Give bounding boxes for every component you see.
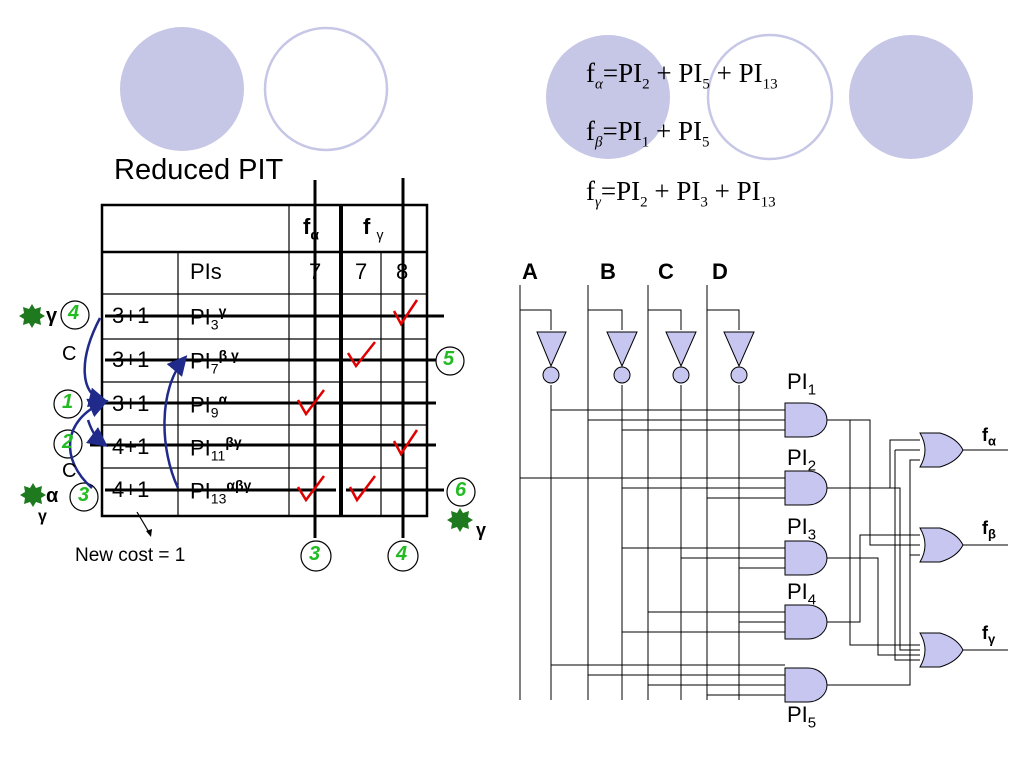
step-circles: [53, 300, 476, 572]
page-title: Reduced PIT: [114, 154, 284, 186]
pi-label: PI2: [787, 445, 817, 475]
alpha-label: α: [46, 485, 59, 507]
star-icon: [447, 508, 473, 532]
check-mark: [348, 475, 376, 503]
input-label: A: [522, 259, 538, 284]
output-label: fα: [982, 425, 996, 449]
and-gate: [784, 540, 828, 576]
arrows: [68, 317, 188, 489]
step-number: 2: [62, 431, 74, 453]
circuit-wires: [519, 285, 1008, 700]
not-gate: [536, 331, 567, 384]
row-pi: PI7β γ: [190, 347, 239, 377]
formula-f-beta: fβ=PI1 + PI5: [586, 116, 710, 151]
step-circle: [435, 346, 465, 376]
arrow: [83, 317, 109, 408]
row-pi: PI13αβγ: [190, 477, 252, 507]
not-gate: [723, 331, 755, 384]
row-cost: 4+1: [112, 434, 150, 459]
col-count: 7: [355, 259, 368, 284]
or-gate: [919, 432, 964, 468]
step-number: 3: [78, 484, 90, 506]
output-label: fγ: [982, 623, 996, 647]
step-circle: [60, 300, 90, 330]
deco-circle-5: [849, 35, 973, 159]
row-cost: 3+1: [112, 391, 150, 416]
pis-header: PIs: [190, 259, 222, 284]
col-count: 8: [396, 259, 409, 284]
row-cost: 4+1: [112, 477, 150, 502]
formula-f-alpha: fα=PI2 + PI5 + PI13: [586, 58, 778, 93]
pi-label: PI3: [787, 514, 817, 544]
step-circle: [446, 477, 476, 507]
or-gate: [919, 527, 964, 563]
check-mark: [392, 429, 419, 457]
input-label: C: [658, 259, 674, 284]
step-number: 5: [443, 348, 455, 370]
row-cost: 3+1: [112, 347, 150, 372]
not-gate: [606, 331, 638, 384]
check-mark: [392, 299, 419, 327]
arrow: [68, 398, 109, 489]
not-gate: [665, 331, 697, 384]
gamma-label: γ: [46, 305, 58, 327]
deco-circle-2: [263, 26, 389, 152]
star-icon: [20, 483, 46, 507]
deco-circle-4: [706, 33, 834, 161]
pi-label: PI5: [787, 702, 817, 732]
deco-circle-3: [546, 35, 670, 159]
and-gate: [784, 604, 828, 640]
and-gates: [784, 402, 828, 703]
step-circle: [387, 540, 419, 572]
gamma-label: γ: [38, 508, 47, 525]
col-count: 7: [309, 259, 322, 284]
step-number: 4: [68, 302, 80, 324]
step-circle: [53, 429, 83, 459]
formula-f-gamma: fγ=PI2 + PI3 + PI13: [586, 176, 776, 211]
star-icon: [19, 304, 45, 328]
header-f-gamma: f γ: [363, 214, 384, 243]
check-mark: [296, 389, 325, 417]
arrow: [86, 419, 108, 448]
new-cost-pointer: [136, 511, 151, 535]
deco-circle-1: [120, 27, 244, 151]
row-pi: PI3γ: [190, 303, 227, 333]
step-number: 4: [396, 543, 408, 565]
header-f-alpha: fα: [303, 214, 319, 243]
new-cost-note: New cost = 1: [75, 545, 186, 566]
stars: [19, 304, 473, 532]
arrow: [163, 355, 188, 489]
step-circle: [69, 482, 99, 512]
and-gate: [784, 667, 828, 703]
step-circle: [300, 540, 332, 572]
and-gate: [784, 402, 828, 438]
step-number: 1: [62, 391, 74, 413]
c-label: C: [62, 343, 77, 365]
step-number: 3: [309, 543, 321, 565]
inverters: [536, 331, 755, 384]
check-mark: [346, 341, 376, 369]
strike-lines: [90, 178, 444, 538]
c-label: C: [62, 460, 77, 482]
row-cost: 3+1: [112, 303, 150, 328]
row-pi: PI11βγ: [190, 434, 242, 464]
input-label: B: [600, 259, 616, 284]
pi-label: PI1: [787, 369, 817, 399]
gamma-label: γ: [476, 520, 487, 540]
check-marks: [296, 299, 419, 503]
pi-label: PI4: [787, 579, 817, 609]
input-label: D: [712, 259, 728, 284]
or-gate: [919, 632, 964, 668]
or-gates: [919, 432, 964, 668]
check-mark: [296, 475, 325, 503]
row-pi: PI9α: [190, 391, 228, 421]
step-circle: [53, 389, 83, 419]
step-number: 6: [455, 479, 467, 501]
output-label: fβ: [982, 518, 996, 542]
and-gate: [784, 470, 828, 506]
